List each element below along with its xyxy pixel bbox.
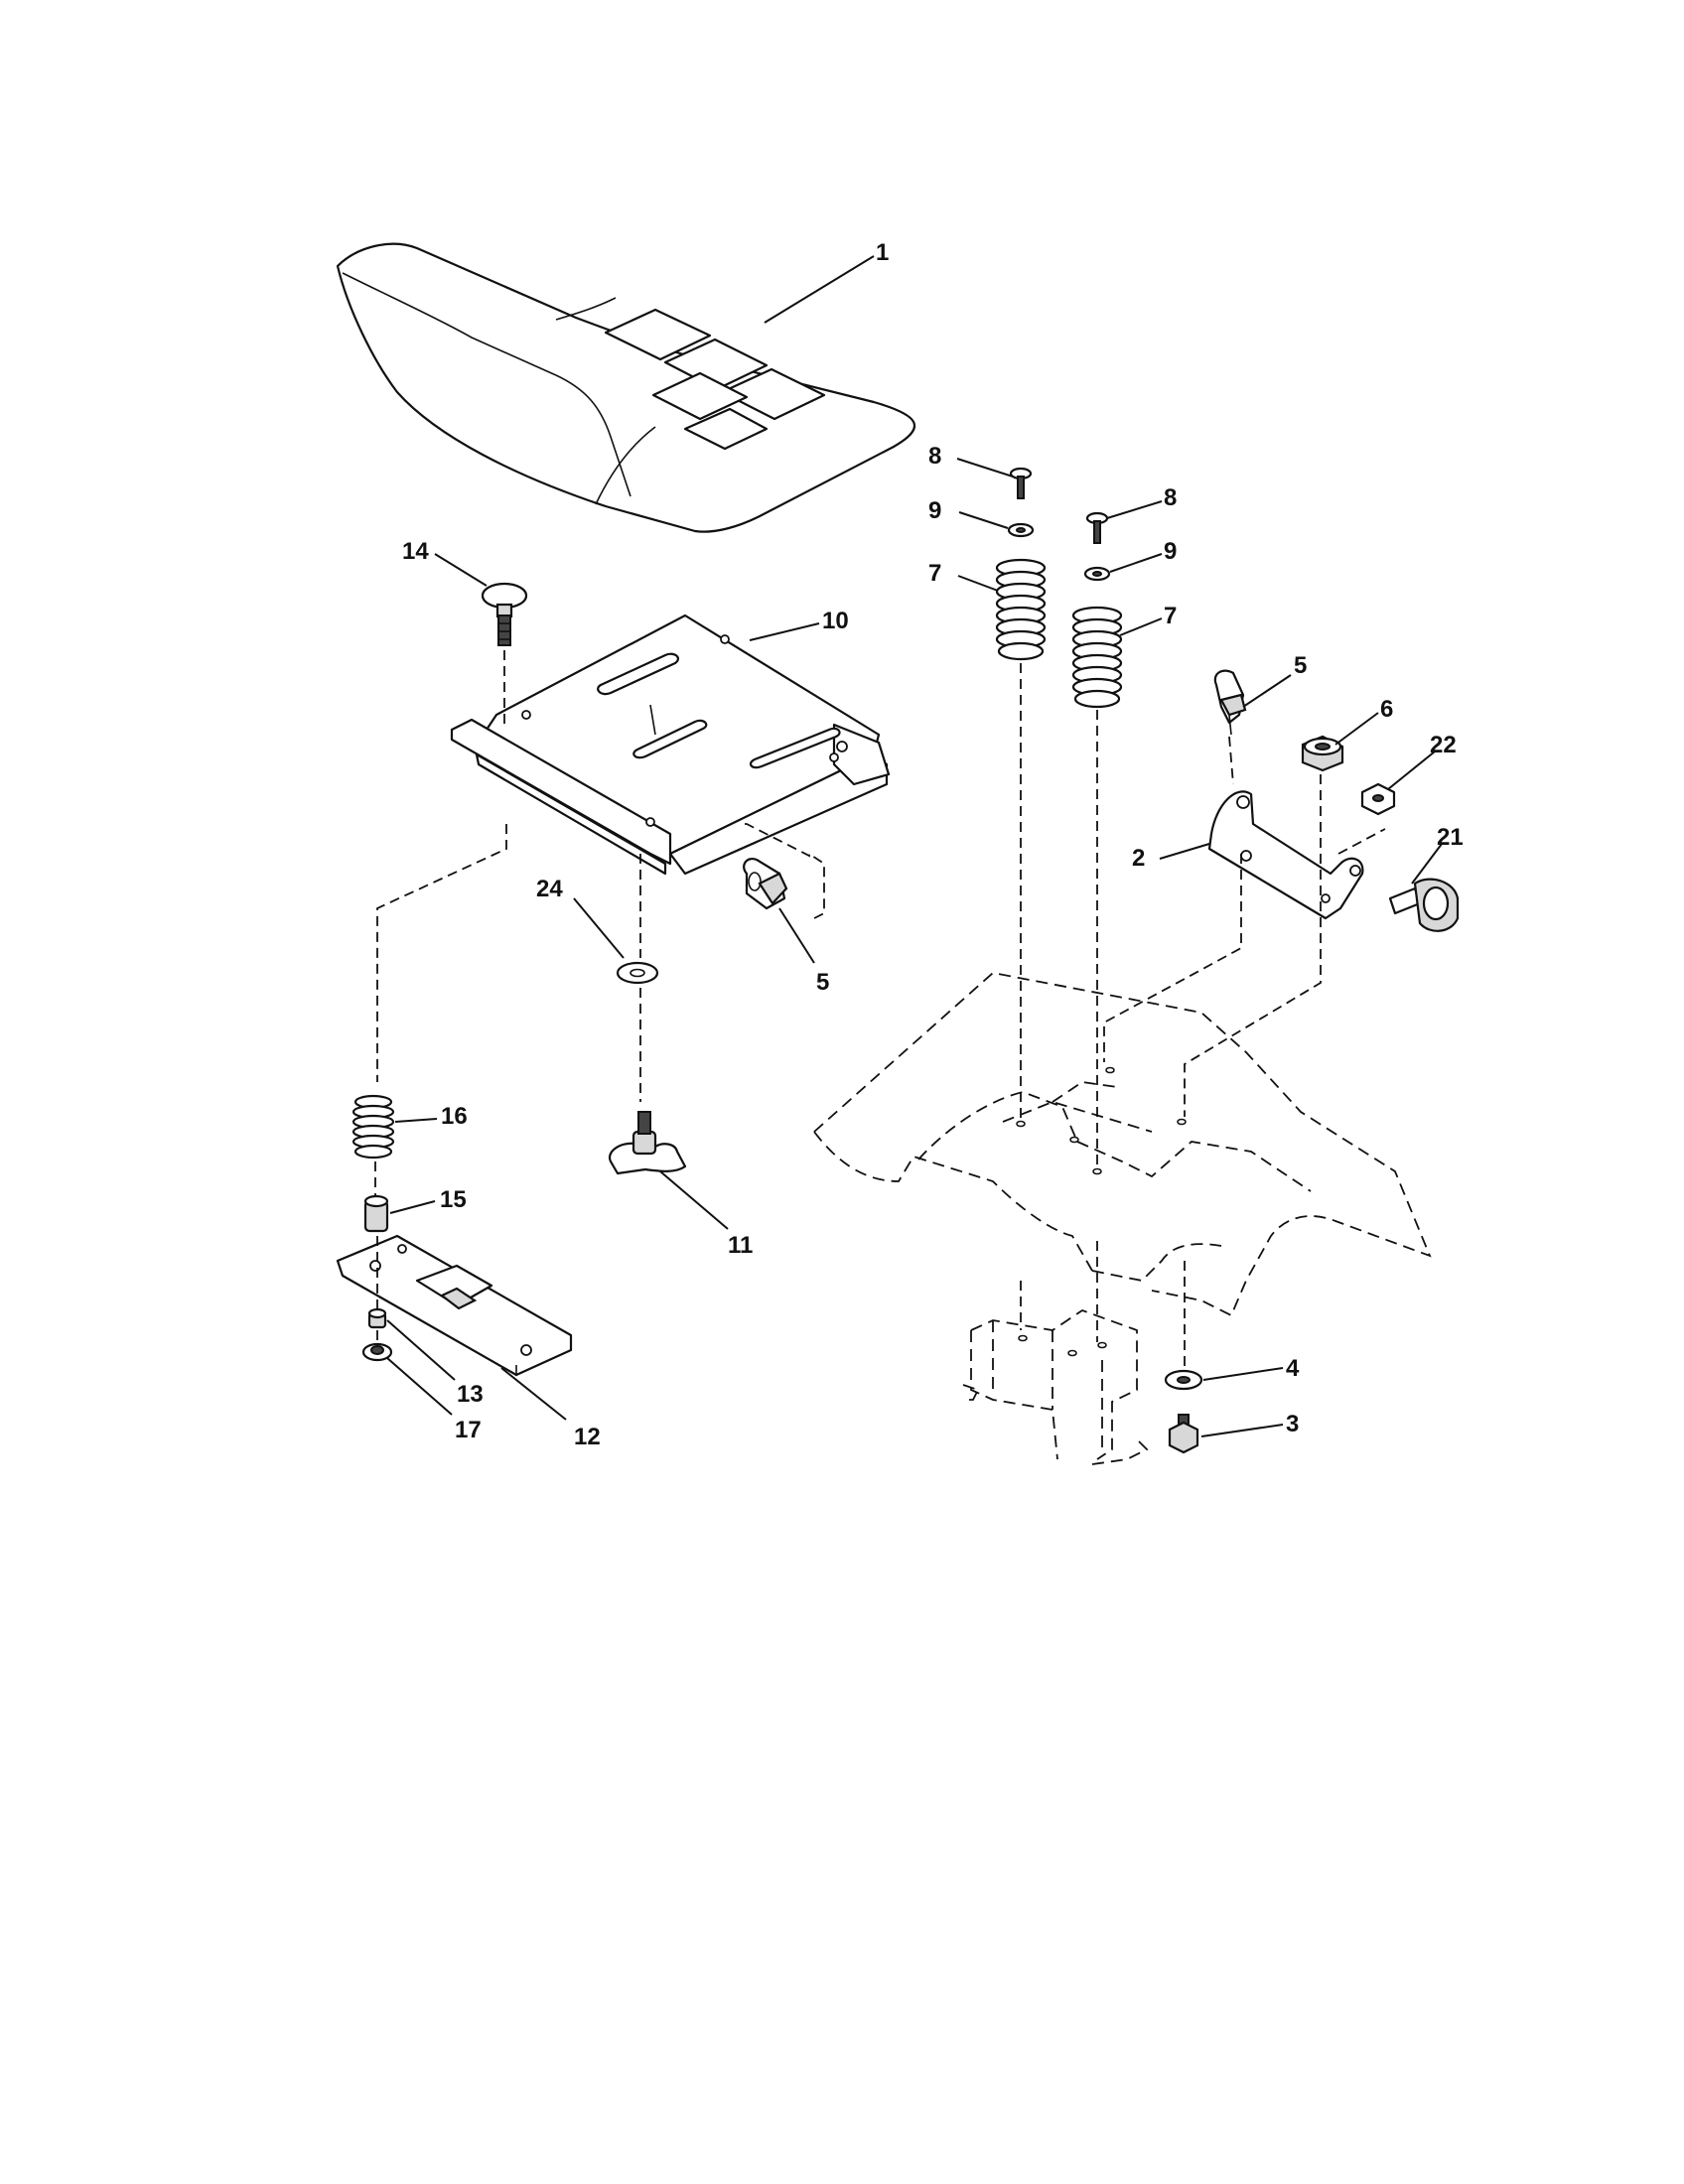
- leader-5-right: [1242, 674, 1292, 708]
- leader-8-left: [956, 458, 1014, 478]
- seat-part-1: [336, 242, 915, 533]
- callout-21: 21: [1437, 824, 1464, 851]
- leader-8-right: [1106, 500, 1163, 519]
- washer-part-4: [1164, 1369, 1203, 1391]
- callout-24: 24: [536, 876, 563, 902]
- leader-1: [764, 255, 875, 324]
- callout-2: 2: [1132, 845, 1145, 872]
- carriage-bolt-part-14: [481, 582, 528, 646]
- leader-9-right: [1109, 553, 1163, 573]
- callout-17: 17: [455, 1417, 482, 1443]
- callout-5-right: 5: [1294, 652, 1307, 679]
- leader-7-right: [1119, 617, 1163, 636]
- callout-11: 11: [728, 1232, 753, 1259]
- leader-6: [1334, 712, 1379, 746]
- callout-4: 4: [1286, 1355, 1300, 1382]
- callout-22: 22: [1430, 732, 1457, 758]
- leader-15: [389, 1200, 436, 1214]
- washer-part-9-right: [1083, 566, 1111, 582]
- callout-16: 16: [441, 1103, 468, 1130]
- nut-part-17: [361, 1342, 393, 1362]
- bolt-part-3: [1168, 1414, 1199, 1454]
- callout-6: 6: [1380, 696, 1393, 723]
- knob-part-11: [608, 1111, 687, 1175]
- leader-7-left: [957, 575, 999, 592]
- callout-13: 13: [457, 1381, 484, 1408]
- nut-part-6: [1301, 735, 1344, 772]
- bolt-part-8-right: [1085, 511, 1109, 544]
- callout-9-left: 9: [928, 497, 941, 524]
- nut-part-22: [1360, 782, 1396, 816]
- bolt-part-21: [1388, 878, 1460, 932]
- leader-3: [1200, 1424, 1284, 1437]
- callout-8-left: 8: [928, 443, 941, 470]
- callout-7-left: 7: [928, 560, 941, 587]
- leader-10: [749, 622, 820, 641]
- leader-17: [386, 1357, 453, 1416]
- leader-lines: [386, 255, 1443, 1437]
- bolt-part-8-left: [1009, 467, 1033, 499]
- spring-part-7-right: [1071, 606, 1123, 709]
- leader-24: [573, 897, 625, 959]
- leader-22: [1387, 751, 1436, 790]
- callout-7-right: 7: [1164, 603, 1177, 629]
- leader-4: [1202, 1367, 1284, 1381]
- spring-part-16: [351, 1094, 395, 1160]
- callout-5-left: 5: [816, 969, 829, 996]
- leader-16: [394, 1118, 438, 1123]
- leader-9-left: [958, 511, 1009, 529]
- leader-5-left: [778, 907, 815, 964]
- callout-14: 14: [402, 538, 429, 565]
- leader-12: [500, 1367, 567, 1421]
- clip-part-5-left: [743, 858, 788, 910]
- callout-10: 10: [822, 608, 849, 634]
- bracket-part-2: [1207, 790, 1364, 920]
- bushing-part-15: [363, 1194, 389, 1233]
- callout-8-right: 8: [1164, 484, 1177, 511]
- seat-pan-part-10: [450, 614, 891, 876]
- callout-9-right: 9: [1164, 538, 1177, 565]
- tractor-frame-phantom: [813, 972, 1432, 1465]
- leader-2: [1159, 843, 1210, 860]
- clip-part-5-right: [1213, 669, 1247, 736]
- leader-13: [386, 1319, 456, 1381]
- callout-1: 1: [876, 239, 889, 266]
- leader-14: [434, 553, 488, 587]
- callout-12: 12: [574, 1424, 601, 1450]
- washer-part-24: [616, 961, 659, 985]
- assembly-dash-lines: [374, 650, 1386, 1370]
- callout-3: 3: [1286, 1411, 1299, 1437]
- slide-plate-part-12: [336, 1234, 573, 1377]
- callout-15: 15: [440, 1186, 467, 1213]
- leader-11: [659, 1170, 729, 1230]
- washer-part-9-left: [1007, 522, 1035, 538]
- callout-labels: 1 14 10 24 5 11 16 15 13 17 12 8 9 7 8 9…: [402, 239, 1464, 1450]
- leader-21: [1411, 843, 1443, 885]
- spring-part-7-left: [995, 558, 1047, 661]
- nut-part-13: [367, 1307, 387, 1329]
